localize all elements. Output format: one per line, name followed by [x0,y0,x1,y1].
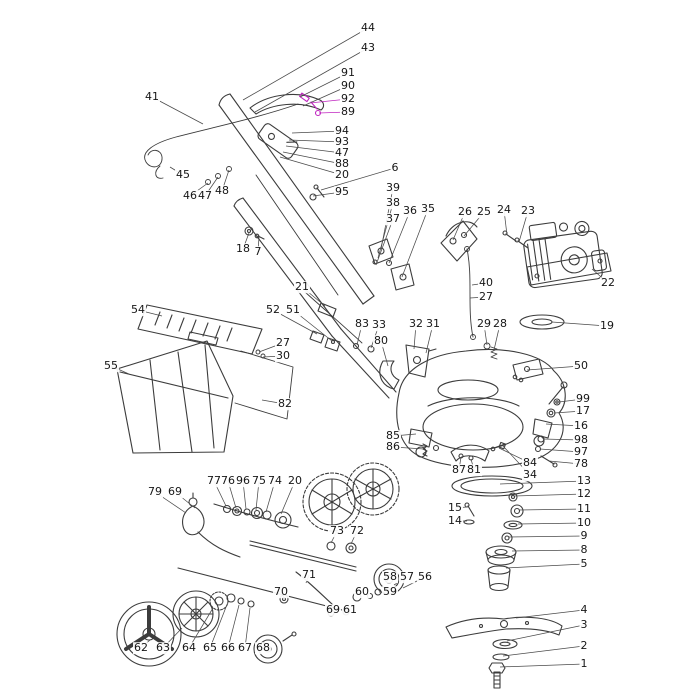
engine [519,220,612,330]
deck-brackets [379,344,437,390]
handle-bracket-lower [390,263,415,291]
spacer-cluster [213,503,299,529]
control-cable [144,103,363,344]
spindle-stack [451,475,533,592]
throttle-control [257,123,299,159]
bag-frame [234,349,294,420]
lower-handle [233,197,397,399]
hinge-parts [309,302,375,353]
grass-bag-top [137,304,263,355]
mower-deck [396,348,568,468]
bail-lever [249,93,325,115]
handle-bolt [309,184,325,201]
grass-bag [116,340,234,454]
blade-assembly [445,616,563,689]
leader-lines [110,27,609,668]
drive-rod [279,571,362,617]
upper-handle [218,93,375,305]
height-adjust-parts [532,398,561,468]
rear-wheel-set [116,567,351,667]
engine-guard [440,220,529,262]
primer-bulb [182,492,241,558]
throttle-cable [464,246,498,360]
front-wheel-set [249,462,405,600]
